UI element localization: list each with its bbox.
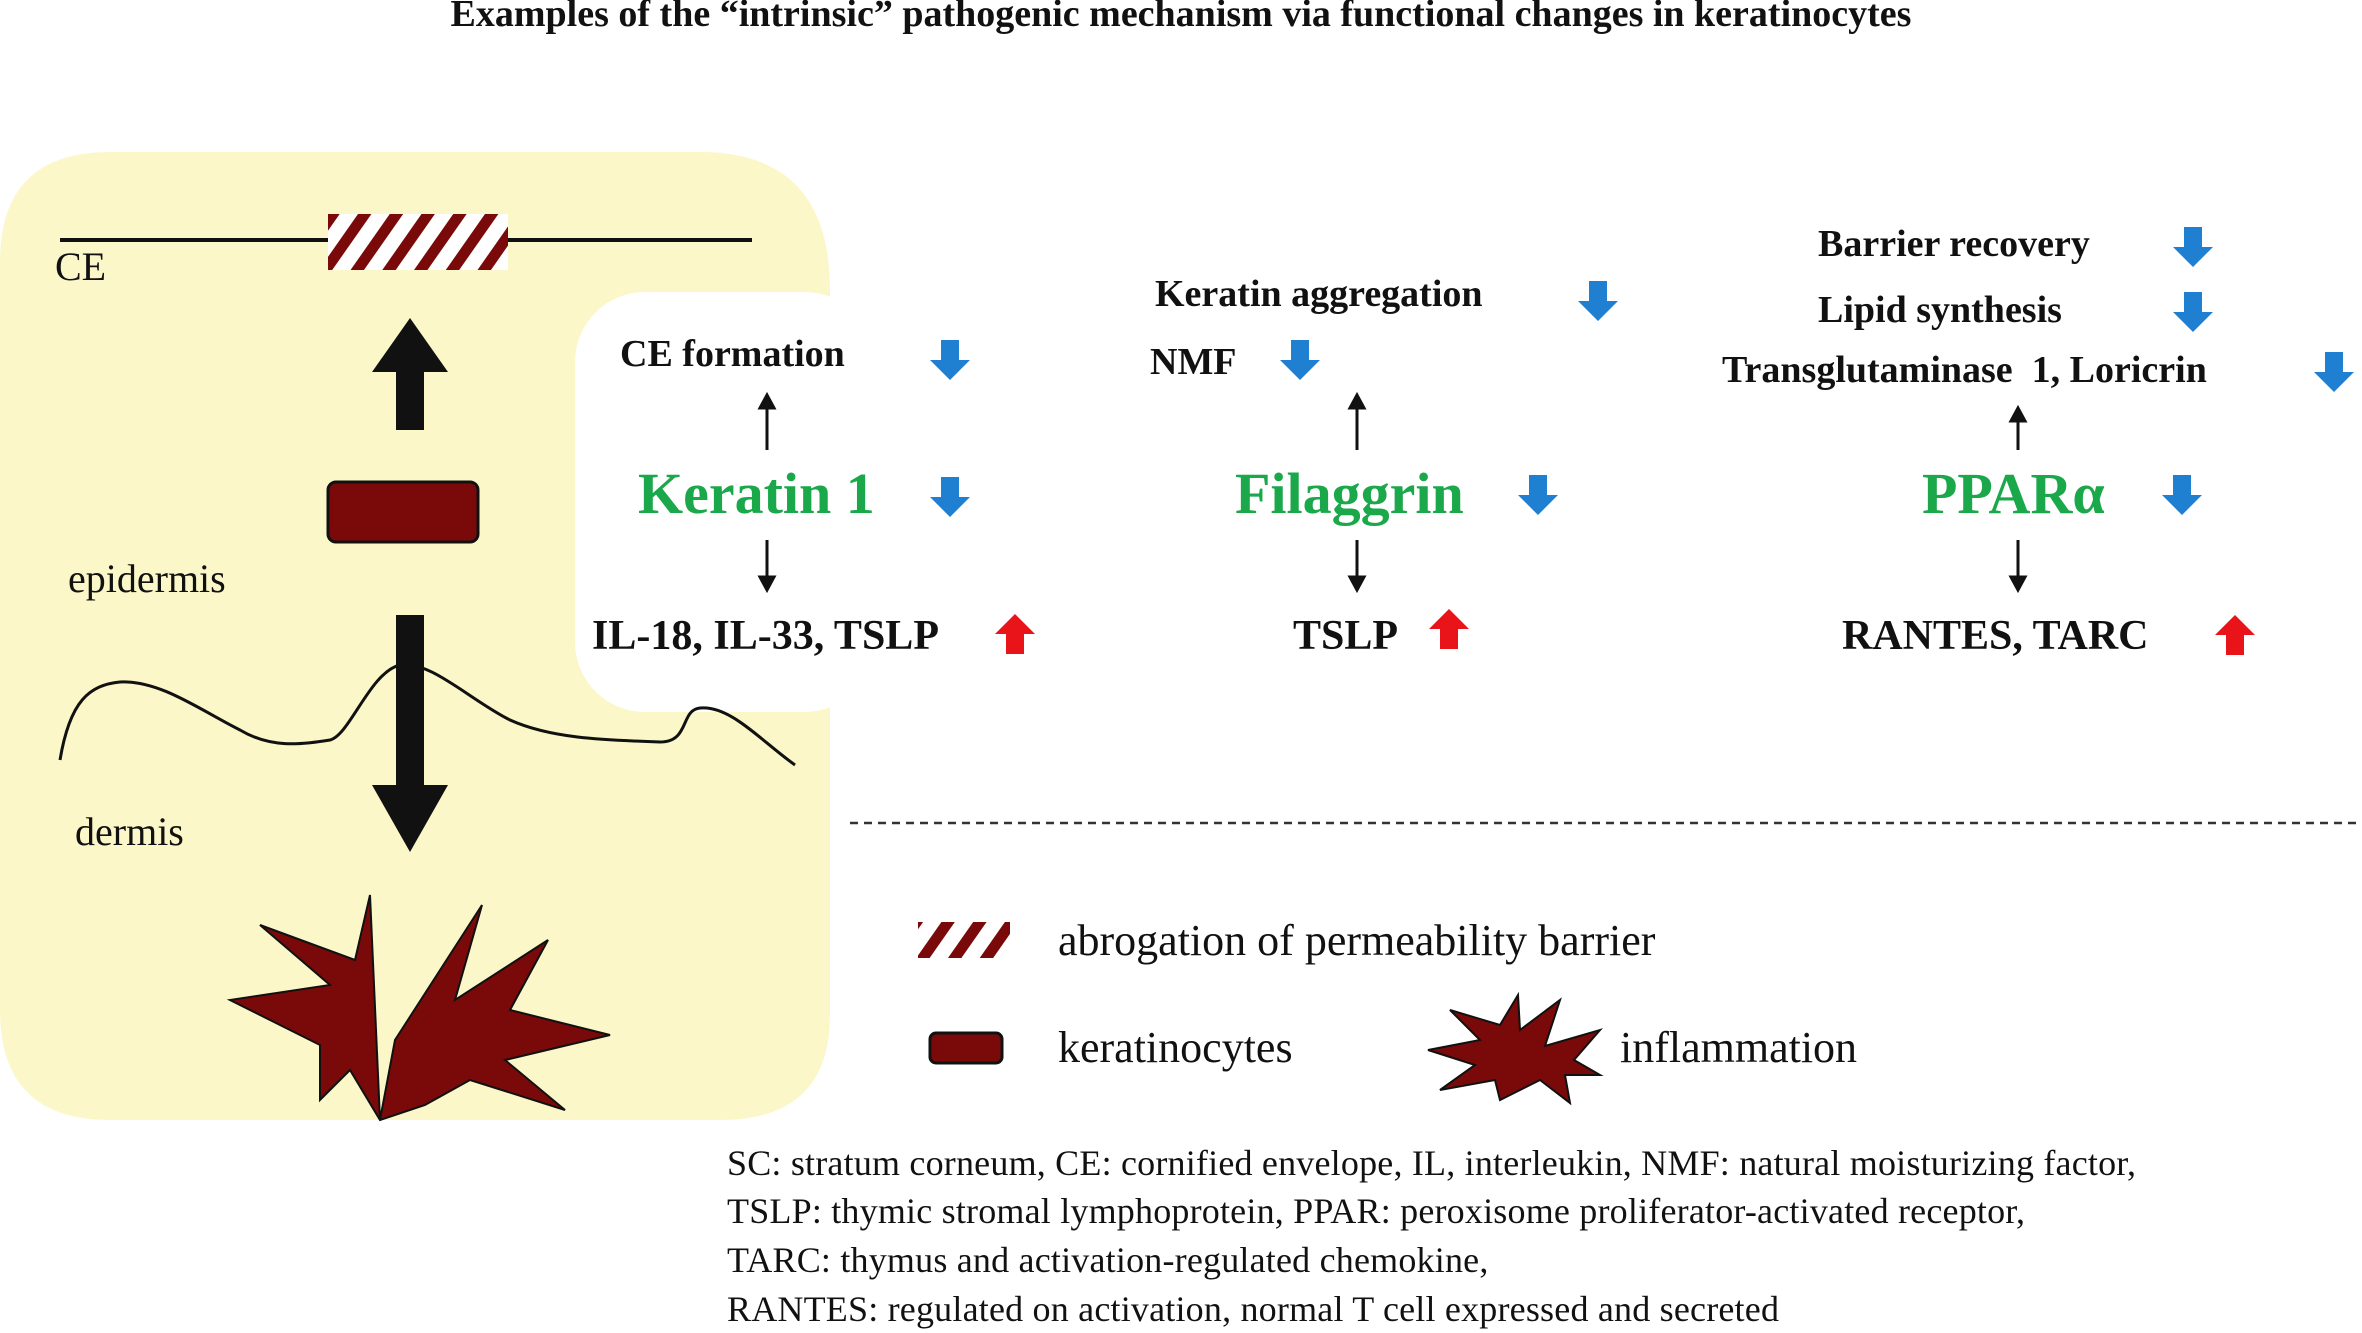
filaggrin-name: Filaggrin (1235, 461, 1464, 526)
keratin-down-effect: IL-18, IL-33, TSLP (592, 613, 939, 659)
ppar-name: PPARα (1922, 461, 2105, 526)
inflammation-star-icon (226, 894, 611, 1122)
ppar-down-effect: RANTES, TARC (1842, 613, 2149, 659)
footnote-line-2: TSLP: thymic stromal lymphoprotein, PPAR… (727, 1191, 2026, 1231)
ppar-up-effect-3: Transglutaminase 1, Loricrin (1722, 349, 2207, 391)
filaggrin-up-effect-1: Keratin aggregation (1155, 273, 1483, 315)
keratin-up-effect: CE formation (620, 333, 845, 375)
connector-arrows (757, 391, 2028, 594)
legend-inflammation-label: inflammation (1620, 1023, 1858, 1072)
filaggrin-up-effect-2: NMF (1150, 341, 1237, 383)
down-arrow-icon (372, 615, 448, 852)
keratinocyte-shape (326, 480, 480, 544)
legend-keratinocytes-label: keratinocytes (1058, 1023, 1293, 1072)
legend-hatch-icon (918, 922, 1010, 958)
ppar-up-effect-1: Barrier recovery (1818, 223, 2090, 265)
legend-keratinocyte-icon (928, 1031, 1004, 1065)
filaggrin-down-effect: TSLP (1293, 613, 1399, 659)
junction-line (58, 663, 796, 767)
dermis-label: dermis (75, 809, 184, 854)
barrier-hatch (328, 214, 508, 270)
ppar-up-effect-2: Lipid synthesis (1818, 289, 2062, 331)
diagram-title: Examples of the “intrinsic” pathogenic m… (450, 0, 1912, 35)
legend-barrier-label: abrogation of permeability barrier (1058, 916, 1656, 965)
footnote-line-3: TARC: thymus and activation-regulated ch… (727, 1240, 1489, 1280)
epidermis-label: epidermis (68, 556, 226, 601)
footnote-line-4: RANTES: regulated on activation, normal … (727, 1289, 1780, 1329)
up-arrow-icon (372, 318, 448, 430)
legend-inflammation-icon (1427, 991, 1604, 1106)
panel-cutout (575, 292, 875, 712)
keratin-name: Keratin 1 (638, 461, 875, 526)
ce-label: CE (55, 244, 107, 289)
footnote-line-1: SC: stratum corneum, CE: cornified envel… (727, 1143, 2137, 1183)
